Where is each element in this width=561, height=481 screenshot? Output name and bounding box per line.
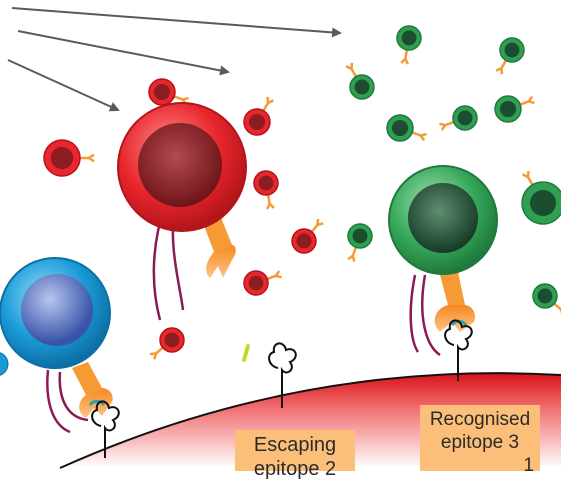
red-t-cell (118, 103, 246, 320)
receptor-icon (502, 60, 507, 68)
receptor-icon (520, 101, 528, 104)
nucleus-icon (51, 147, 73, 169)
small-t-cell-red (150, 328, 184, 359)
receptor-icon (267, 276, 275, 279)
arrow-icon (12, 8, 340, 33)
recognised-line-1: Recognised (420, 408, 540, 431)
small-t-cell-green (522, 171, 561, 224)
nucleus-icon (505, 43, 520, 58)
receptor-branch-icon (401, 59, 405, 63)
recognised-epitope-label: Recognised epitope 3 1 (420, 405, 540, 471)
small-t-cell-green (439, 106, 477, 130)
receptor-icon (412, 132, 420, 135)
nucleus-icon (408, 183, 478, 253)
small-t-cell-red (44, 140, 94, 176)
receptor-branch-icon (529, 101, 535, 102)
receptor-branch-icon (421, 136, 424, 141)
nucleus-icon (538, 289, 553, 304)
small-t-cell-green (397, 26, 421, 64)
small-t-cell-red (244, 271, 282, 295)
immune-diagram: Escaping epitope 2 Recognised epitope 3 … (0, 0, 561, 468)
nucleus-icon (165, 333, 180, 348)
diagram-canvas (0, 0, 561, 468)
receptor-icon (268, 195, 270, 204)
nucleus-icon (402, 31, 417, 46)
small-t-cell-red (254, 171, 278, 209)
nucleus-icon (297, 234, 312, 249)
small-t-cell-green (387, 115, 426, 141)
nucleus-icon (259, 176, 274, 191)
nucleus-icon (353, 229, 368, 244)
nucleus-icon (249, 276, 264, 291)
receptor-icon (554, 304, 561, 310)
escaping-epitope-label: Escaping epitope 2 (235, 430, 355, 471)
receptor-branch-icon (276, 276, 282, 277)
receptor-icon (312, 225, 318, 232)
mutation-mark-icon (244, 346, 248, 360)
receptor-icon (352, 69, 357, 77)
receptor-branch-icon (317, 223, 323, 225)
blue-t-cell (0, 258, 113, 432)
receptor-icon (353, 247, 356, 255)
nucleus-icon (138, 123, 222, 207)
receptor-icon (264, 103, 269, 111)
recognised-line-2: epitope 3 (420, 431, 540, 454)
escaping-line-1: Escaping (235, 433, 355, 457)
receptor-icon (405, 50, 407, 59)
receptor-icon (156, 348, 163, 354)
receptor-icon (445, 122, 453, 125)
nucleus-icon (392, 120, 408, 136)
receptor-branch-icon (267, 204, 269, 209)
arrow-icon (18, 31, 228, 72)
nucleus-icon (355, 80, 370, 95)
nucleus-icon (249, 114, 265, 130)
green-t-cell (389, 166, 497, 355)
receptor-icon (72, 362, 113, 418)
small-t-cell-red (244, 97, 273, 135)
nucleus-icon (21, 274, 93, 346)
tether-icon (411, 275, 418, 352)
small-t-cell-green (496, 38, 524, 74)
small-t-cell-green (533, 284, 561, 315)
receptor-branch-icon (150, 353, 156, 354)
receptor-branch-icon (348, 256, 353, 259)
nucleus-icon (458, 111, 473, 126)
receptor-icon (528, 177, 533, 185)
escaping-line-2: epitope 2 (235, 457, 355, 481)
receptor-branch-icon (89, 158, 94, 161)
nucleus-icon (530, 190, 556, 216)
partial-blue-cell (0, 352, 8, 376)
small-t-cell-red (292, 219, 323, 253)
small-t-cell-green (348, 224, 372, 262)
small-t-cell-green (346, 63, 374, 99)
nucleus-icon (154, 84, 170, 100)
receptor-icon (174, 96, 182, 99)
nucleus-icon (500, 101, 516, 117)
receptor-branch-icon (439, 124, 445, 125)
arrow-icon (8, 60, 118, 110)
small-t-cell-red (149, 79, 188, 105)
small-t-cell-green (495, 96, 534, 122)
recognised-line-3: 1 (420, 454, 540, 477)
